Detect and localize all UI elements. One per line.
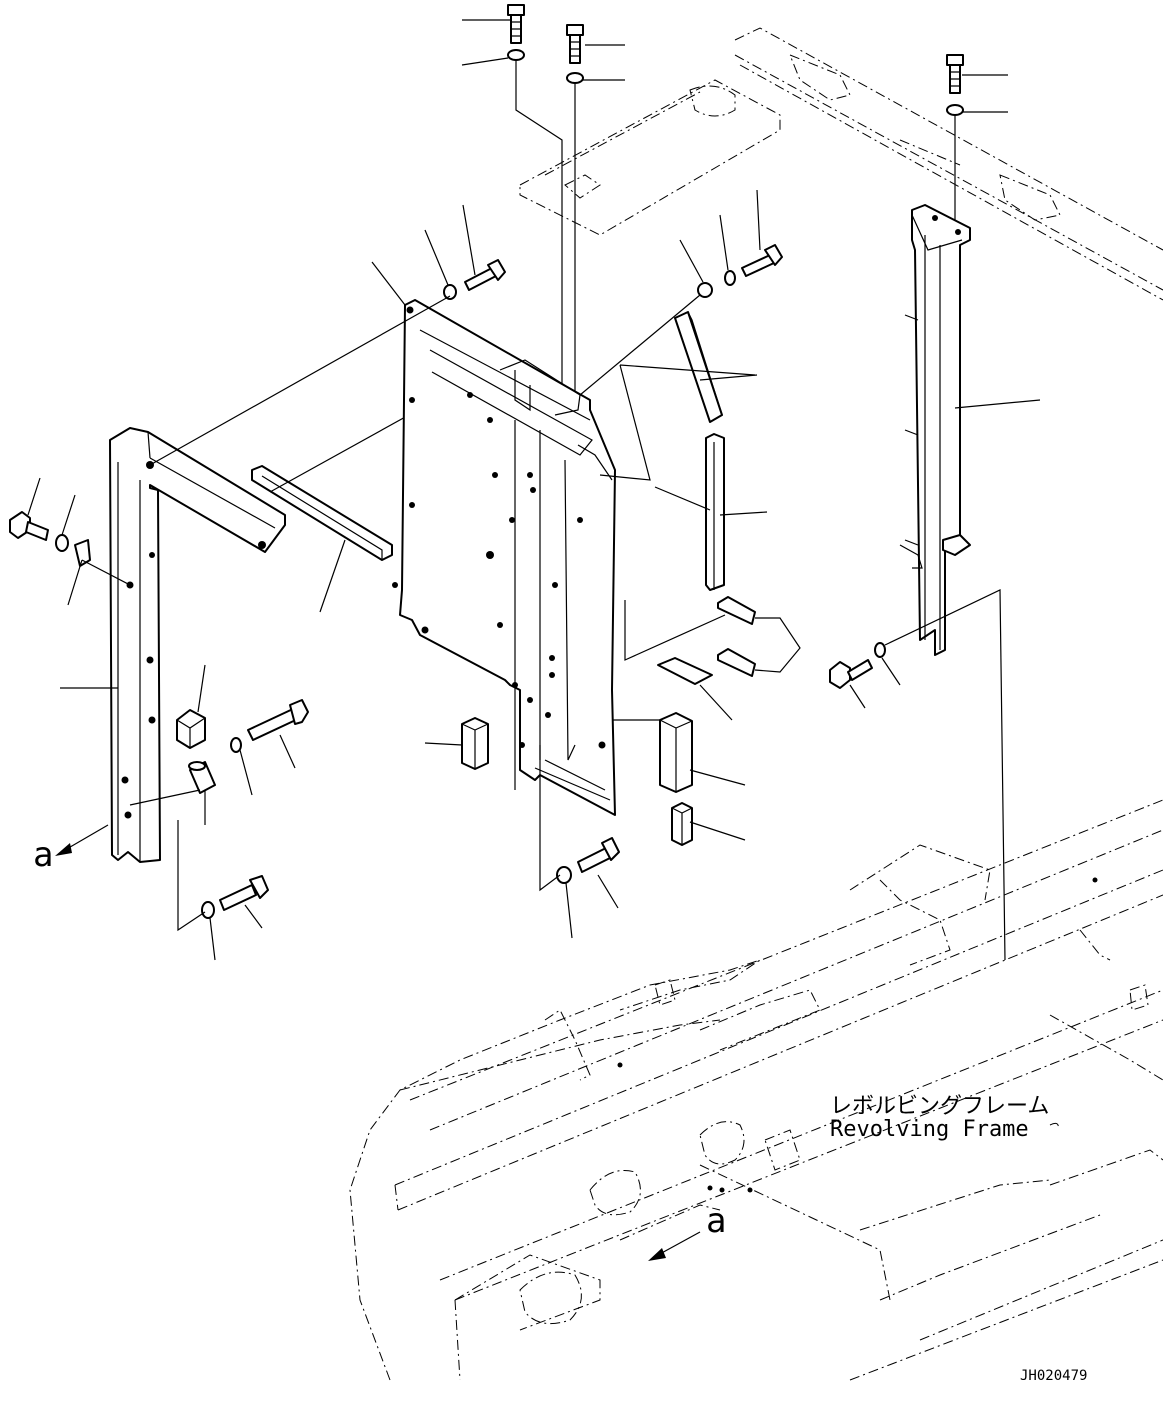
revolving-frame (349, 799, 1163, 1381)
block-icon (659, 712, 693, 793)
seal-strip-icon (251, 465, 393, 561)
revolving-frame-label-en: Revolving Frame (830, 1117, 1029, 1142)
bolt-icon (464, 259, 506, 291)
washer-icon (724, 270, 736, 286)
view-marker-label: a (33, 835, 53, 875)
right-upright-bracket (899, 204, 971, 656)
bolt-icon (566, 24, 584, 64)
bolt-icon (219, 875, 269, 911)
view-arrow-a-right: a (648, 1201, 726, 1261)
bolt-icon (741, 244, 783, 277)
bolt-icon (829, 659, 873, 689)
upper-frame-rail (734, 27, 1163, 301)
top-mounting-plate (519, 79, 781, 236)
washer-icon (443, 284, 457, 300)
bolt-icon (577, 837, 620, 873)
washer-icon (566, 72, 584, 84)
block-icon (461, 717, 489, 770)
washer-icon (946, 104, 964, 116)
pad-icon (657, 657, 713, 685)
pad-icon (717, 596, 756, 625)
revolving-frame-label-jp: レボルビングフレーム (830, 1094, 1049, 1119)
washer-icon (697, 282, 713, 298)
washer-icon (874, 642, 886, 658)
bolt-icon (9, 511, 49, 541)
seal-strip-icon (705, 433, 725, 591)
long-bolt-icon (247, 699, 309, 741)
pad-icon (717, 648, 756, 677)
washer-icon (556, 866, 572, 884)
seal-strip-icon (674, 311, 723, 423)
collar-icon (188, 761, 216, 794)
bolt-icon (946, 54, 964, 94)
left-upright-frame (109, 427, 286, 863)
bolt-icon (507, 4, 525, 44)
drawing-number: JH020479 (1020, 1368, 1087, 1384)
center-shroud-panel (392, 299, 616, 816)
view-arrow-a-left: a (33, 824, 109, 875)
spacer-block-icon (176, 709, 206, 749)
clip-icon (74, 539, 91, 567)
washer-icon (201, 901, 215, 919)
view-marker-label: a (706, 1201, 726, 1241)
block-icon (671, 802, 693, 846)
washer-icon (230, 737, 242, 753)
washer-icon (507, 49, 525, 61)
washer-icon (55, 534, 69, 552)
